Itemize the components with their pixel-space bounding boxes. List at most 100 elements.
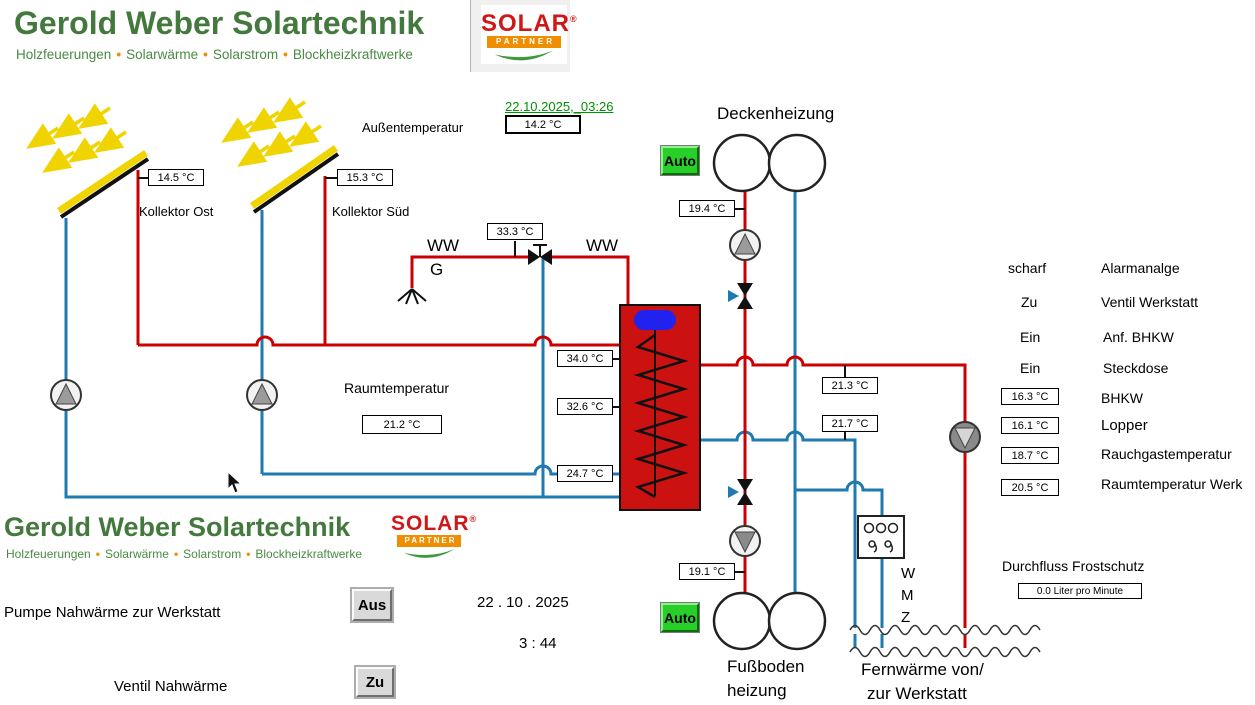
pump-ost-icon xyxy=(50,379,82,411)
ww-temp: 33.3 °C xyxy=(487,223,543,240)
mouse-cursor xyxy=(227,470,243,494)
dot-separator: • xyxy=(203,47,208,62)
fussboden-label-1: Fußboden xyxy=(727,657,805,676)
pump-deckenheizung-icon xyxy=(729,229,761,261)
datetime-display: 22.10.2025,_03:26 xyxy=(505,99,614,114)
time-bottom: 3 : 44 xyxy=(519,635,557,652)
status-label: Ventil Werkstatt xyxy=(1101,294,1199,310)
date-bottom: 22 . 10 . 2025 xyxy=(477,594,569,611)
cold-pipes xyxy=(64,191,884,648)
status-state: scharf xyxy=(1008,260,1047,276)
sensor-stubs xyxy=(138,177,846,573)
solar-partner-logo-bottom: SOLAR® PARTNER xyxy=(391,506,476,561)
kollektor-ost-label: Kollektor Ost xyxy=(139,204,214,219)
rauchgas-temp: 18.7 °C xyxy=(1001,447,1059,464)
kollektor-sued-temp: 15.3 °C xyxy=(337,169,393,186)
ww-g-label: G xyxy=(430,260,444,279)
brand-subtitle: Holzfeuerungen • Solarwärme • Solarstrom • Blo… xyxy=(16,47,413,62)
fernwaerme-label-2: zur Werkstatt xyxy=(867,684,967,703)
collector-ost-panel xyxy=(57,150,150,219)
drain-icon xyxy=(397,288,427,305)
subtitle-item: Solarwärme xyxy=(126,47,199,62)
raumtemp-werkstatt-label: Raumtemperatur Werk xyxy=(1101,476,1243,492)
tank-temp-bottom: 24.7 °C xyxy=(557,465,613,482)
room-temp-label: Raumtemperatur xyxy=(344,380,450,396)
lopper-temp: 16.1 °C xyxy=(1001,417,1059,434)
fussboden-auto-button[interactable]: Auto xyxy=(660,602,700,633)
pump-nahwaerme-button[interactable]: Aus xyxy=(352,589,392,621)
subtitle-item: Holzfeuerungen xyxy=(16,47,112,62)
fernwaerme-label-1: Fernwärme von/ xyxy=(861,660,984,679)
dot-separator: • xyxy=(246,547,251,561)
tank-temp-top: 34.0 °C xyxy=(557,350,613,367)
subtitle-item: Blockheizkraftwerke xyxy=(255,547,363,561)
ww-label-2: WW xyxy=(586,236,619,255)
ww-valve-icon xyxy=(528,244,552,265)
pump-fussboden-icon xyxy=(729,525,761,557)
status-label: Steckdose xyxy=(1103,360,1169,376)
raumtemp-werkstatt-temp: 20.5 °C xyxy=(1001,479,1059,496)
deckenheizung-valve-icon xyxy=(728,283,753,309)
fussboden-temp: 19.1 °C xyxy=(679,563,735,580)
status-state: Ein xyxy=(1020,360,1041,376)
logo-swoosh-icon xyxy=(494,50,554,61)
outdoor-temp-label: Außentemperatur xyxy=(362,120,464,135)
bhkw-temp: 16.3 °C xyxy=(1001,388,1059,405)
dot-separator: • xyxy=(283,47,288,62)
dot-separator: • xyxy=(116,47,122,62)
outdoor-temp-value: 14.2 °C xyxy=(505,115,581,134)
frostschutz-label: Durchfluss Frostschutz xyxy=(1002,558,1145,574)
pump-nahwaerme-label: Pumpe Nahwärme zur Werkstatt xyxy=(4,604,221,621)
subtitle-item: Solarwärme xyxy=(104,547,169,561)
collector-sued-panel xyxy=(250,145,340,214)
status-state: Ein xyxy=(1020,329,1041,345)
ww-label: WW xyxy=(427,236,460,255)
subtitle-item: Holzfeuerungen xyxy=(6,547,91,561)
fernwaerme-boundary xyxy=(849,624,1041,658)
fussbodenheizung-symbol xyxy=(712,591,827,651)
status-state: Zu xyxy=(1021,294,1038,310)
subtitle-item: Solarstrom xyxy=(183,547,242,561)
bhkw-label: BHKW xyxy=(1101,390,1143,406)
circuit-supply-temp: 21.3 °C xyxy=(822,377,878,394)
dot-separator: • xyxy=(95,547,100,561)
rauchgas-label: Rauchgastemperatur xyxy=(1101,446,1232,462)
pump-werkstatt-icon xyxy=(949,421,981,453)
kollektor-sued-label: Kollektor Süd xyxy=(332,204,410,219)
status-label: Alarmanalge xyxy=(1101,260,1180,276)
tank-temp-mid: 32.6 °C xyxy=(557,398,613,415)
subtitle-item: Solarstrom xyxy=(212,47,279,62)
pump-sued-icon xyxy=(246,379,278,411)
circuit-return-temp: 21.7 °C xyxy=(822,415,878,432)
subtitle-item: Blockheizkraftwerke xyxy=(292,47,413,62)
deckenheizung-label: Deckenheizung xyxy=(717,104,835,123)
brand-title-bottom: Gerold Weber Solartechnik xyxy=(4,512,351,542)
sun-rays-sued-icon xyxy=(221,97,322,167)
wmz-letter-m: M xyxy=(901,587,914,604)
ventil-nahwaerme-button[interactable]: Zu xyxy=(356,667,394,697)
status-label: Anf. BHKW xyxy=(1103,329,1174,345)
lopper-label: Lopper xyxy=(1101,417,1148,434)
fussboden-valve-icon xyxy=(728,479,753,505)
brand-title: Gerold Weber Solartechnik xyxy=(14,5,425,41)
frostschutz-flow-value: 0.0 Liter pro Minute xyxy=(1018,583,1142,599)
solar-partner-logo: SOLAR® PARTNER xyxy=(481,5,577,64)
sun-rays-ost-icon xyxy=(26,103,127,173)
brand-subtitle-bottom: Holzfeuerungen • Solarwärme • Solarstrom • Blo… xyxy=(6,547,362,561)
room-temp-value: 21.2 °C xyxy=(362,415,442,434)
wmz-letter-z: Z xyxy=(901,609,911,626)
partner-bar: PARTNER xyxy=(487,36,561,48)
logo-swoosh-icon xyxy=(403,549,455,558)
ventil-nahwaerme-label: Ventil Nahwärme xyxy=(114,678,228,695)
kollektor-ost-temp: 14.5 °C xyxy=(148,169,204,186)
deckenheizung-auto-button[interactable]: Auto xyxy=(660,145,700,176)
storage-tank xyxy=(619,304,701,511)
wmz-letter-w: W xyxy=(901,565,916,582)
deckenheizung-temp: 19.4 °C xyxy=(679,200,735,217)
heat-meter-icon xyxy=(857,515,905,559)
dot-separator: • xyxy=(173,547,179,561)
deckenheizung-symbol xyxy=(712,133,827,193)
fussboden-label-2: heizung xyxy=(727,681,787,700)
